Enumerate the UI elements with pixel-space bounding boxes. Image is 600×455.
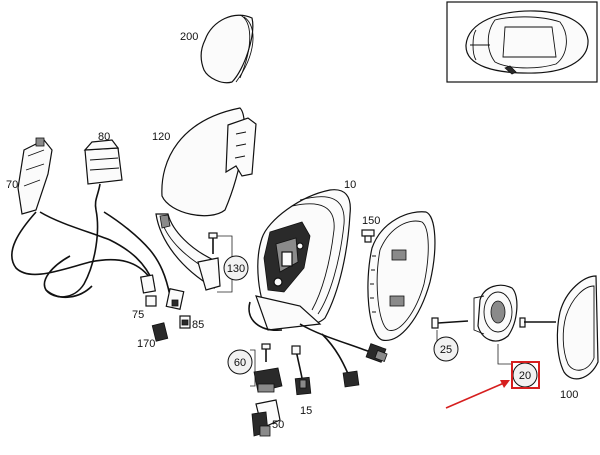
callout-130: 130 <box>227 263 245 275</box>
leader-20 <box>497 344 512 365</box>
callout-50: 50 <box>272 419 284 431</box>
highlight-box <box>511 361 540 389</box>
mirror-housing-shell <box>161 107 257 217</box>
callout-85: 85 <box>192 319 204 331</box>
camera-module-50 <box>251 399 281 437</box>
mirror-glass-100 <box>556 275 599 380</box>
puddle-lamp-60 <box>253 367 283 393</box>
screw-icon <box>519 317 556 328</box>
screw-icon <box>261 343 271 362</box>
callout-10: 10 <box>344 179 356 191</box>
callout-15: 15 <box>300 405 312 417</box>
car-locator-inset <box>446 1 598 83</box>
screw-icon <box>431 317 469 329</box>
mirror-base-assembly <box>248 189 351 331</box>
callout-100: 100 <box>560 389 578 401</box>
connector-170 <box>151 322 169 342</box>
connector-85 <box>165 288 185 310</box>
leader-60 <box>250 349 256 387</box>
callout-60-badge: 60 <box>227 349 253 375</box>
electrical-connector-80 <box>83 139 123 211</box>
callout-120: 120 <box>152 131 170 143</box>
connector-75 <box>140 274 157 307</box>
callout-labels: 200 120 10 150 80 70 75 85 170 15 50 100 <box>6 31 578 431</box>
base-cable <box>299 323 388 388</box>
mirror-cover-cap <box>200 14 254 84</box>
car-top-view-icon <box>465 10 589 75</box>
mirror-frame-25 <box>367 211 436 341</box>
callout-130-badge: 130 <box>223 255 249 281</box>
connector-85b <box>179 315 191 329</box>
callout-150: 150 <box>362 215 380 227</box>
callout-70: 70 <box>6 179 18 191</box>
callout-20: 20 <box>519 370 531 382</box>
connector-15 <box>291 345 312 396</box>
clip-150 <box>361 229 375 243</box>
wiring-bracket-70 <box>17 137 53 215</box>
callout-200: 200 <box>180 31 198 43</box>
callout-25-badge: 25 <box>433 336 459 362</box>
wiring-harness <box>11 209 171 298</box>
callout-80: 80 <box>98 131 110 143</box>
screw-icon <box>208 232 218 254</box>
callout-25: 25 <box>440 344 452 356</box>
highlight-arrow <box>445 380 510 409</box>
turn-signal-lamp <box>155 213 221 291</box>
callout-20-badge: 20 <box>511 361 540 389</box>
callout-75: 75 <box>132 309 144 321</box>
callout-170: 170 <box>137 338 155 350</box>
mirror-adjust-motor-20 <box>473 284 518 342</box>
callout-60: 60 <box>234 357 246 369</box>
